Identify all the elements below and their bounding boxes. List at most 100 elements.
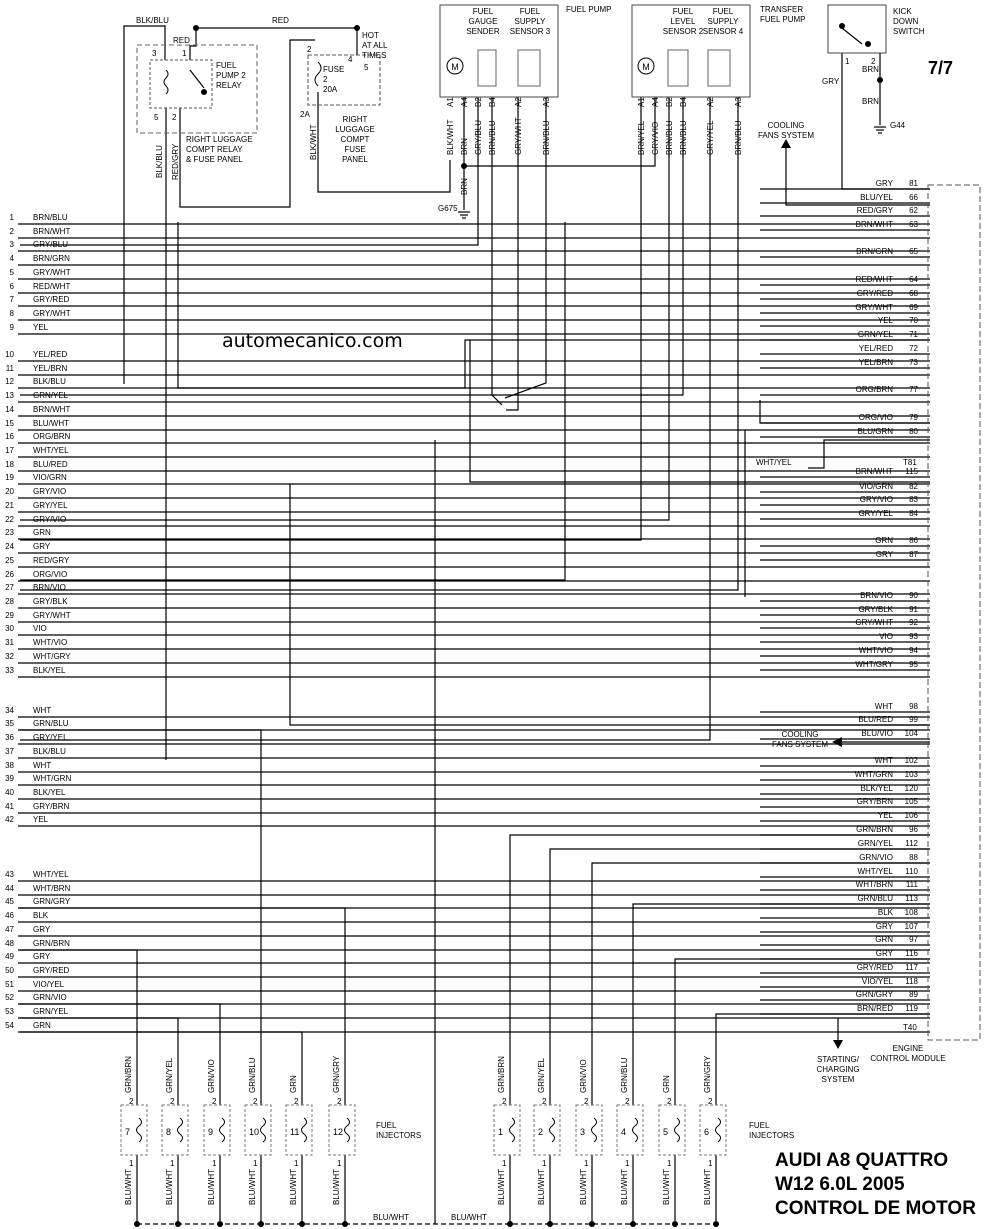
fuel-level-sensor-2-label: FUEL [673,7,694,16]
left-pin-number: 32 [5,652,14,661]
left-pin-number: 26 [5,570,14,579]
right-pin-wire-label: WHT/GRY [855,660,893,669]
fuel-pump-motor-icon [446,57,464,75]
injector-wire-label: BLU/WHT [165,1169,174,1205]
switch-pin: 2 [871,57,876,66]
injector-pin: 2 [584,1097,589,1106]
left-pin-wire-label: BLK/BLU [33,747,66,756]
injector-coil-icon [715,1117,721,1143]
right-pin-number: 88 [909,853,918,862]
bus-label: BLU/WHT [451,1213,487,1222]
left-pin-number: 2 [10,227,15,236]
fuse-panel-label: PANEL [342,155,368,164]
left-pin-wire-label: BLK [33,911,49,920]
left-pin-wire-label: GRY [33,542,51,551]
right-pin-number: 79 [909,413,918,422]
left-pin-wire-label: WHT/YEL [33,446,69,455]
injector-4-box [616,1104,644,1156]
left-pin-number: 17 [5,446,14,455]
injector-pin: 1 [708,1159,713,1168]
right-pin-number: 93 [909,632,918,641]
right-pin-number: 94 [909,646,918,655]
relay-panel-label: RIGHT LUGGAGE [186,135,253,144]
left-pin-wire-label: BRN/WHT [33,405,70,414]
left-pin-number: 31 [5,638,14,647]
splice-dot [507,1221,513,1227]
injector-wire-label: BLU/WHT [207,1169,216,1205]
fuel-level-sensor-2-element [667,49,689,87]
fuel-pump-pin: A1 [446,97,455,107]
transfer-pump-pin: A3 [734,97,743,107]
left-pin-number: 9 [10,323,15,332]
left-pin-wire-label: WHT/GRY [33,652,71,661]
right-pin-wire-label: WHT [875,702,893,711]
left-pin-number: 10 [5,350,14,359]
fuse-pin: 2A [300,110,310,119]
left-pin-number: 30 [5,624,14,633]
injector-wire-label: BLU/WHT [289,1169,298,1205]
right-pin-wire-label: BRN/GRN [856,247,893,256]
left-pin-wire-label: GRY/BLU [33,240,68,249]
right-pin-number: 107 [905,922,919,931]
left-pin-wire-label: GRY/BRN [33,802,70,811]
right-pin-wire-label: GRN/GRY [856,990,894,999]
injector-wire-label: GRN/VIO [579,1059,588,1093]
wire-relay-2 [179,39,315,208]
right-pin-number: 62 [909,206,918,215]
right-pin-number: 71 [909,330,918,339]
injector-pin: 1 [170,1159,175,1168]
left-pin-wire-label: GRY/YEL [33,501,68,510]
left-pin-wire-label: BRN/GRN [33,254,70,263]
injector-coil-icon [549,1117,555,1143]
injector-pin: 2 [212,1097,217,1106]
right-pin-number: 115 [905,467,918,476]
injector-wire-label: GRN/BRN [124,1056,133,1093]
injector-feed-wire [20,1003,221,1105]
injector-pin: 2 [708,1097,713,1106]
left-pin-number: 27 [5,583,14,592]
wire-label: BRN [862,97,879,106]
transfer-pump-pin-wire: BRN/YEL [637,120,646,155]
right-pin-wire-label: GRN/BRN [856,825,893,834]
left-pin-number: 1 [10,213,15,222]
injector-number: 1 [498,1127,503,1137]
kick-down-switch-label: KICK [893,7,912,16]
relay-pin: 5 [154,113,159,122]
wire-label: BLK/WHT [309,124,318,160]
wire-blk-wht-fuse [317,92,451,193]
right-pin-number: 104 [905,729,919,738]
injector-10-box [244,1104,272,1156]
injector-wire-label: GRN/BLU [620,1057,629,1093]
left-pin-number: 46 [5,911,14,920]
injector-number: 7 [125,1127,130,1137]
right-pin-number: 99 [909,715,918,724]
kick-down-switch-box [827,4,887,54]
right-pin-wire-label: GRY [876,550,894,559]
injector-wire-label: GRN/VIO [207,1059,216,1093]
right-pin-wire-label: GRY/YEL [858,509,893,518]
right-pin-wire-label: ORG/BRN [856,385,894,394]
left-pin-wire-label: WHT [33,706,51,715]
wire-blu-red [289,484,930,726]
right-pin-number: 97 [909,935,918,944]
left-pin-number: 25 [5,556,14,565]
left-pin-wire-label: GRY/VIO [33,487,66,496]
injector-2-box [533,1104,561,1156]
left-pin-number: 16 [5,432,14,441]
left-pin-wire-label: YEL/BRN [33,364,67,373]
right-pin-number: 113 [905,894,918,903]
wire-org-brn [759,400,930,424]
right-pin-wire-label: BRN/VIO [860,591,893,600]
right-pin-number: 63 [909,220,918,229]
fuse-label: 20A [323,85,338,94]
left-pin-number: 6 [10,282,15,291]
fuel-pump-2-relay-label: RELAY [216,81,242,90]
fuel-injectors-right-label: INJECTORS [749,1131,794,1140]
fuse-symbol [314,61,322,87]
right-pin-wire-label: BLK [878,908,894,917]
injector-number: 11 [290,1127,299,1137]
right-pin-number: 105 [905,797,919,806]
fuel-pump-pin: B2 [474,97,483,107]
right-pin-number: 108 [905,908,919,917]
starting-charging-label: SYSTEM [822,1075,855,1084]
